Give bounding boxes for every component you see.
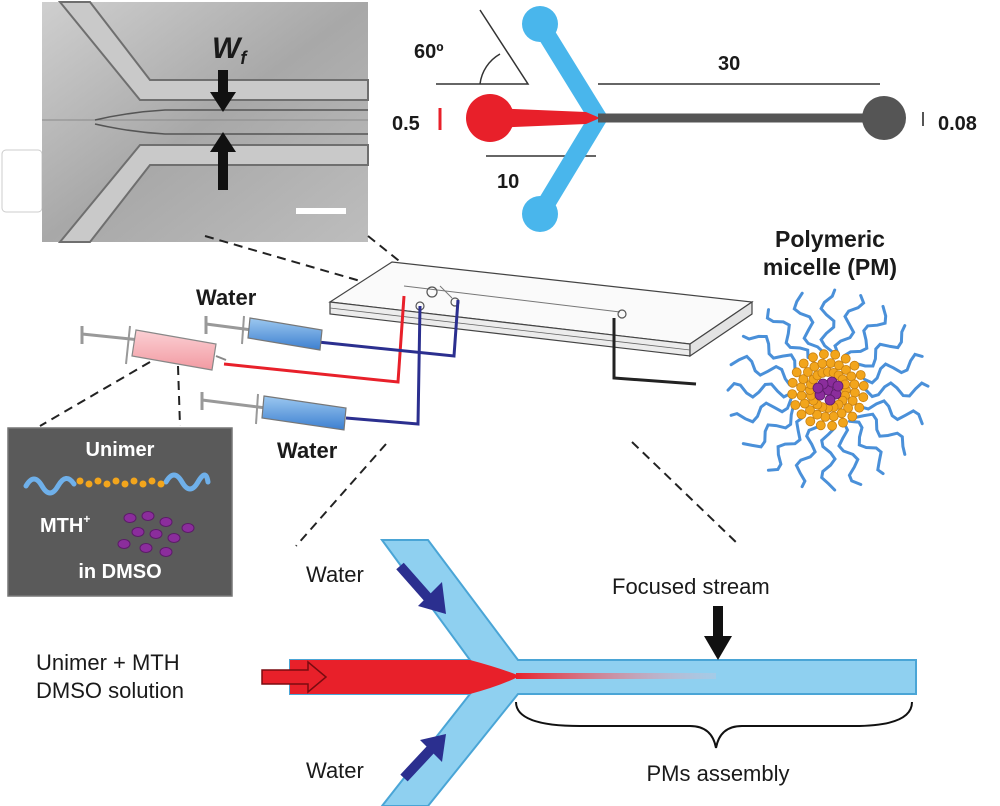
inset-mth-label: MTH+: [40, 512, 90, 537]
outlet-width-label: 0.08: [938, 113, 977, 135]
edge-tab: [1, 149, 43, 213]
unimer-chain-icon: [23, 472, 211, 496]
side-inlet-top: [531, 15, 607, 127]
wf-label: Wf: [212, 32, 248, 68]
inlet-arrow: [261, 660, 328, 694]
water-arrow-bottom: [400, 744, 436, 782]
unimer-inset: Unimer MTH+ in DMSO: [7, 427, 233, 597]
focus-water-top-label: Water: [306, 562, 364, 587]
inset-unimer-label: Unimer: [86, 439, 155, 461]
focus-length-label: 10: [497, 171, 519, 193]
chip-water-bottom-label: Water: [277, 438, 338, 463]
focused-stream-label: Focused stream: [612, 574, 770, 599]
water-arrow-top: [396, 562, 434, 604]
outlet-length-label: 30: [718, 53, 740, 75]
flow-focusing-view: Water Water Focused stream Unimer + MTH …: [36, 539, 917, 806]
chip-water-top-label: Water: [196, 285, 257, 310]
angle-marker: [436, 9, 530, 85]
syringe-sample: [80, 325, 227, 371]
angle-label: 60º: [414, 41, 444, 63]
tube-red: [223, 295, 406, 384]
inlet-stream: [290, 660, 520, 694]
micrograph-channel-upper: [57, 1, 369, 101]
micelle-illustration: [726, 288, 930, 492]
focused-stream: [516, 673, 716, 679]
micrograph-panel: Wf: [42, 1, 369, 243]
focus-water-bottom-label: Water: [306, 758, 364, 783]
outlet-reservoir: [862, 96, 906, 140]
chip-setup: Water Water: [80, 261, 754, 463]
inlet-width-label: 0.5: [392, 113, 420, 135]
side-inlet-bottom: [531, 109, 607, 223]
assembly-label: PMs assembly: [646, 761, 789, 786]
micrograph-channel-lower: [57, 144, 369, 243]
geometry-schematic: 60º 30 10 0.5 0.08: [392, 6, 977, 232]
assembly-brace: [515, 701, 913, 749]
micrograph-scale-bar: [296, 208, 346, 214]
syringe-water-top: [204, 315, 323, 351]
inlet-solution-line1: Unimer + MTH: [36, 650, 180, 675]
tube-blue-top: [317, 299, 460, 358]
micelle-title-line1: Polymeric: [775, 226, 885, 252]
inlet-solution-line2: DMSO solution: [36, 678, 184, 703]
inset-solvent-label: in DMSO: [78, 561, 161, 583]
micelle-title-line2: micelle (PM): [763, 254, 897, 280]
syringe-water-bottom: [200, 392, 347, 431]
tube-outlet: [612, 318, 697, 386]
tube-blue-bottom: [345, 305, 422, 426]
